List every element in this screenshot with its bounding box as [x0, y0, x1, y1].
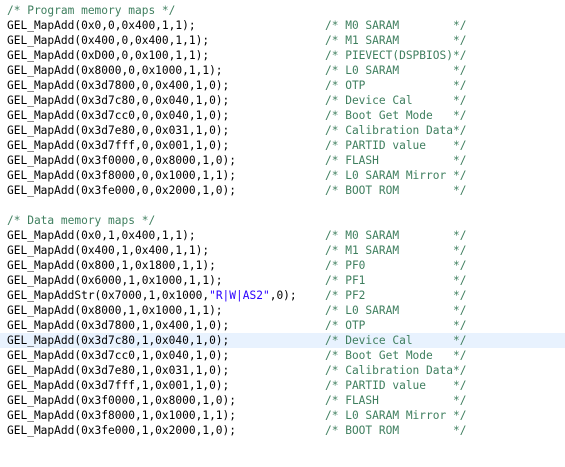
code-statement: GEL_MapAdd(0x0,1,0x400,1,1); [7, 229, 196, 242]
code-statement: GEL_MapAdd(0x3d7fff,0,0x001,1,0); [7, 139, 230, 152]
section-comment-line[interactable]: /* Data memory maps */ [0, 213, 565, 228]
inline-comment: /* PF2 */ [325, 289, 467, 302]
inline-comment: /* L0 SARAM */ [325, 304, 467, 317]
inline-comment: /* PIEVECT(DSPBIOS)*/ [325, 49, 467, 62]
code-line[interactable]: GEL_MapAdd(0x3fe000,1,0x2000,1,0); /* BOO… [0, 423, 565, 438]
code-line[interactable]: GEL_MapAdd(0x3d7c80,0,0x040,1,0); /* Devi… [0, 93, 565, 108]
inline-comment: /* OTP */ [325, 319, 467, 332]
inline-comment: /* Calibration Data*/ [325, 124, 467, 137]
code-line[interactable]: GEL_MapAdd(0x3d7fff,0,0x001,1,0); /* PART… [0, 138, 565, 153]
code-line[interactable]: GEL_MapAddStr(0x7000,1,0x1000,"R|W|AS2",… [0, 288, 565, 303]
code-statement: GEL_MapAdd(0x3d7800,1,0x400,1,0); [7, 319, 230, 332]
code-statement: GEL_MapAdd(0x3d7800,0,0x400,1,0); [7, 79, 230, 92]
code-line[interactable]: GEL_MapAdd(0x3d7cc0,1,0x040,1,0); /* Boot… [0, 348, 565, 363]
inline-comment: /* Boot Get Mode */ [325, 109, 467, 122]
inline-comment: /* OTP */ [325, 79, 467, 92]
section-comment: /* Program memory maps */ [7, 4, 176, 17]
code-statement: GEL_MapAdd(0x3f0000,0,0x8000,1,0); [7, 154, 237, 167]
code-statement: GEL_MapAdd(0x0,0,0x400,1,1); [7, 19, 196, 32]
code-line[interactable]: GEL_MapAdd(0x400,1,0x400,1,1); /* M1 SARA… [0, 243, 565, 258]
section-comment: /* Data memory maps */ [7, 214, 156, 227]
code-line[interactable]: GEL_MapAdd(0x800,1,0x1800,1,1); /* PF0 */ [0, 258, 565, 273]
code-line[interactable]: GEL_MapAdd(0xD00,0,0x100,1,1); /* PIEVECT… [0, 48, 565, 63]
code-statement: GEL_MapAdd(0x800,1,0x1800,1,1); [7, 259, 216, 272]
inline-comment: /* Device Cal */ [325, 94, 467, 107]
code-line[interactable]: GEL_MapAdd(0x0,0,0x400,1,1); /* M0 SARAM … [0, 18, 565, 33]
code-line[interactable]: GEL_MapAdd(0x3f8000,1,0x1000,1,1); /* L0 … [0, 408, 565, 423]
code-line[interactable]: GEL_MapAdd(0x3d7e80,1,0x031,1,0); /* Cali… [0, 363, 565, 378]
inline-comment: /* Device Cal */ [325, 334, 467, 347]
code-statement: GEL_MapAdd(0x3d7cc0,0,0x040,1,0); [7, 109, 230, 122]
inline-comment: /* PF1 */ [325, 274, 467, 287]
code-line[interactable]: GEL_MapAdd(0x3f8000,0,0x1000,1,1); /* L0 … [0, 168, 565, 183]
inline-comment: /* M1 SARAM */ [325, 34, 467, 47]
code-line[interactable]: GEL_MapAdd(0x3f0000,1,0x8000,1,0); /* FLA… [0, 393, 565, 408]
inline-comment: /* Calibration Data*/ [325, 364, 467, 377]
code-line[interactable]: GEL_MapAdd(0x8000,1,0x1000,1,1); /* L0 SA… [0, 303, 565, 318]
code-statement: GEL_MapAdd(0x3f0000,1,0x8000,1,0); [7, 394, 237, 407]
code-line[interactable]: GEL_MapAdd(0x8000,0,0x1000,1,1); /* L0 SA… [0, 63, 565, 78]
code-statement: GEL_MapAdd(0x3d7cc0,1,0x040,1,0); [7, 349, 230, 362]
code-line[interactable]: GEL_MapAdd(0x6000,1,0x1000,1,1); /* PF1 *… [0, 273, 565, 288]
code-line[interactable]: GEL_MapAdd(0x3d7800,0,0x400,1,0); /* OTP … [0, 78, 565, 93]
code-statement: GEL_MapAdd(0x3d7e80,1,0x031,1,0); [7, 364, 230, 377]
inline-comment: /* PARTID value */ [325, 139, 467, 152]
inline-comment: /* PF0 */ [325, 259, 467, 272]
inline-comment: /* FLASH */ [325, 154, 467, 167]
inline-comment: /* M1 SARAM */ [325, 244, 467, 257]
code-statement: GEL_MapAdd(0x3fe000,0,0x2000,1,0); [7, 184, 237, 197]
inline-comment: /* M0 SARAM */ [325, 19, 467, 32]
inline-comment: /* BOOT ROM */ [325, 424, 467, 437]
code-statement: GEL_MapAdd(0x6000,1,0x1000,1,1); [7, 274, 223, 287]
blank-line[interactable] [0, 198, 565, 213]
inline-comment: /* L0 SARAM */ [325, 64, 467, 77]
inline-comment: /* FLASH */ [325, 394, 467, 407]
code-statement: GEL_MapAdd(0x8000,0,0x1000,1,1); [7, 64, 223, 77]
code-statement: GEL_MapAdd(0x3d7c80,0,0x040,1,0); [7, 94, 230, 107]
code-statement: GEL_MapAdd(0x3d7c80,1,0x040,1,0); [7, 334, 230, 347]
string-literal: "R|W|AS2" [209, 289, 270, 302]
code-part: ,0); [269, 289, 297, 302]
code-line[interactable]: GEL_MapAdd(0x3d7fff,1,0x001,1,0); /* PART… [0, 378, 565, 393]
code-line[interactable]: GEL_MapAdd(0x3d7cc0,0,0x040,1,0); /* Boot… [0, 108, 565, 123]
code-statement: GEL_MapAdd(0x3d7fff,1,0x001,1,0); [7, 379, 230, 392]
inline-comment: /* M0 SARAM */ [325, 229, 467, 242]
code-statement: GEL_MapAdd(0x8000,1,0x1000,1,1); [7, 304, 223, 317]
inline-comment: /* PARTID value */ [325, 379, 467, 392]
inline-comment: /* Boot Get Mode */ [325, 349, 467, 362]
inline-comment: /* BOOT ROM */ [325, 184, 467, 197]
code-line[interactable]: GEL_MapAdd(0x3d7800,1,0x400,1,0); /* OTP … [0, 318, 565, 333]
code-line[interactable]: GEL_MapAdd(0x3d7e80,0,0x031,1,0); /* Cali… [0, 123, 565, 138]
code-statement: GEL_MapAdd(0x3f8000,1,0x1000,1,1); [7, 409, 237, 422]
code-line[interactable]: GEL_MapAdd(0x400,0,0x400,1,1); /* M1 SARA… [0, 33, 565, 48]
inline-comment: /* L0 SARAM Mirror */ [325, 409, 467, 422]
code-line[interactable]: GEL_MapAdd(0x0,1,0x400,1,1); /* M0 SARAM … [0, 228, 565, 243]
code-line[interactable]: GEL_MapAdd(0x3f0000,0,0x8000,1,0); /* FLA… [0, 153, 565, 168]
code-statement: GEL_MapAdd(0x3d7e80,0,0x031,1,0); [7, 124, 230, 137]
code-statement: GEL_MapAdd(0x400,0,0x400,1,1); [7, 34, 210, 47]
code-statement: GEL_MapAddStr(0x7000,1,0x1000,"R|W|AS2",… [7, 288, 297, 303]
code-line-current[interactable]: GEL_MapAdd(0x3d7c80,1,0x040,1,0); /* Devi… [0, 333, 565, 348]
code-statement: GEL_MapAdd(0x3f8000,0,0x1000,1,1); [7, 169, 237, 182]
code-part: GEL_MapAddStr(0x7000,1,0x1000, [7, 289, 210, 302]
code-line[interactable]: GEL_MapAdd(0x3fe000,0,0x2000,1,0); /* BOO… [0, 183, 565, 198]
code-statement: GEL_MapAdd(0xD00,0,0x100,1,1); [7, 49, 210, 62]
code-statement: GEL_MapAdd(0x400,1,0x400,1,1); [7, 244, 210, 257]
section-comment-line[interactable]: /* Program memory maps */ [0, 3, 565, 18]
code-statement: GEL_MapAdd(0x3fe000,1,0x2000,1,0); [7, 424, 237, 437]
inline-comment: /* L0 SARAM Mirror */ [325, 169, 467, 182]
